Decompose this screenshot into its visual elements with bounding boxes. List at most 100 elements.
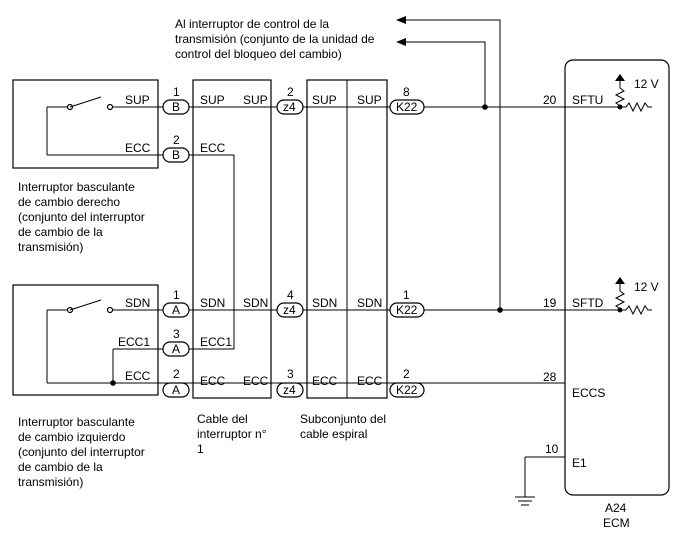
svg-text:K22: K22 <box>396 100 418 114</box>
svg-text:transmisión): transmisión) <box>18 475 83 489</box>
arrow-wire-upper <box>402 19 501 308</box>
ecm-pin-sftd: 19 <box>543 296 557 310</box>
pin-number: 8 <box>403 85 410 99</box>
spiral-ecc-out: ECC <box>357 374 383 388</box>
cable1-ecc-out-lower: ECC <box>243 374 269 388</box>
resistor-icon <box>614 290 626 310</box>
pin-number: 4 <box>287 288 294 302</box>
ecm-label-e1: E1 <box>572 456 587 470</box>
pin-number: 2 <box>287 85 294 99</box>
top-note-line-2: transmisión (conjunto de la unidad de <box>175 32 375 46</box>
arrow-head-upper-icon <box>396 16 406 24</box>
ecm-unit: 20 SFTU 12 V 19 SFTD 12 V 28 ECCS 10 E1 … <box>515 59 670 530</box>
junction-dot <box>110 380 116 386</box>
pin-number: 1 <box>403 288 410 302</box>
pin-number: 3 <box>287 367 294 381</box>
right-switch-caption: Interruptor basculante de cambio derecho… <box>18 180 145 254</box>
svg-text:A: A <box>172 303 180 317</box>
supply-arrow-icon <box>615 74 625 81</box>
ecm-label-eccs: ECCS <box>572 386 605 400</box>
spiral-cable-caption: Subconjunto del cable espiral <box>300 412 386 441</box>
connector-z4-pin-3: z4 3 <box>276 367 304 398</box>
svg-text:cable espiral: cable espiral <box>300 427 367 441</box>
connector-a-pin-1: A 1 <box>162 288 190 318</box>
resistor-icon <box>614 87 626 107</box>
connector-k22-pin-1: K22 1 <box>389 288 425 318</box>
svg-text:B: B <box>172 148 180 162</box>
svg-text:z4: z4 <box>283 303 296 317</box>
svg-text:A: A <box>172 383 180 397</box>
cable1-ecc1-in: ECC1 <box>200 335 232 349</box>
svg-text:de cambio de la: de cambio de la <box>18 225 103 239</box>
svg-text:(conjunto del interruptor: (conjunto del interruptor <box>18 210 145 224</box>
svg-text:B: B <box>172 100 180 114</box>
pin-number: 2 <box>173 367 180 381</box>
svg-text:1: 1 <box>197 442 204 456</box>
ecm-pin-e1: 10 <box>545 442 559 456</box>
ecm-pin-eccs: 28 <box>543 370 557 384</box>
svg-text:A: A <box>172 342 180 356</box>
connector-a-pin-3: A 3 <box>162 327 190 357</box>
top-note: Al interruptor de control de la transmis… <box>175 17 375 61</box>
connector-a-pin-2: A 2 <box>162 367 190 398</box>
ecm-label-sftu: SFTU <box>572 93 603 107</box>
cable1-sup-out: SUP <box>243 93 268 107</box>
cable1-sup-in: SUP <box>200 93 225 107</box>
pin-number: 1 <box>173 288 180 302</box>
spiral-sup-in: SUP <box>312 93 337 107</box>
right-switch-sup-label: SUP <box>125 93 150 107</box>
connector-k22-pin-8: K22 8 <box>389 85 425 115</box>
right-shift-switch: SUP ECC <box>12 79 159 169</box>
connector-b-pin-2: B 2 <box>162 133 190 163</box>
svg-text:Subconjunto del: Subconjunto del <box>300 412 386 426</box>
top-note-line-1: Al interruptor de control de la <box>175 17 329 31</box>
svg-text:de cambio izquierdo: de cambio izquierdo <box>18 430 126 444</box>
ecm-box <box>564 59 670 496</box>
switch-cable-1-box <box>192 79 272 399</box>
wire-ecc-loop <box>158 154 235 350</box>
right-switch-ecc-label: ECC <box>125 141 151 155</box>
left-switch-sdn-label: SDN <box>125 296 150 310</box>
left-switch-box <box>12 284 159 396</box>
ecm-name: ECM <box>603 516 630 530</box>
arrow-head-lower-icon <box>396 38 406 46</box>
svg-text:(conjunto del interruptor: (conjunto del interruptor <box>18 445 145 459</box>
junction-dot <box>482 104 488 110</box>
supply-label-sftd: 12 V <box>634 280 659 294</box>
arrow-wire-lower <box>402 41 486 107</box>
pin-number: 2 <box>403 367 410 381</box>
top-note-line-3: control del bloqueo del cambio) <box>175 47 342 61</box>
pin-number: 1 <box>173 85 180 99</box>
connector-b-pin-1: B 1 <box>162 85 190 115</box>
pin-number: 2 <box>173 133 180 147</box>
switch-cable-1-caption: Cable del interruptor n° 1 <box>197 412 267 456</box>
spiral-sdn-in: SDN <box>312 296 337 310</box>
ecm-code: A24 <box>605 501 627 515</box>
supply-label-sftu: 12 V <box>634 77 659 91</box>
svg-text:de cambio derecho: de cambio derecho <box>18 195 120 209</box>
left-shift-switch: SDN ECC1 ECC <box>12 284 159 396</box>
svg-text:z4: z4 <box>283 100 296 114</box>
svg-text:interruptor n°: interruptor n° <box>197 427 267 441</box>
pin-number: 3 <box>173 327 180 341</box>
resistor-icon <box>620 304 652 316</box>
supply-arrow-icon <box>615 277 625 284</box>
right-switch-box <box>12 79 159 169</box>
ecm-pin-sftu: 20 <box>543 93 557 107</box>
svg-text:Cable del: Cable del <box>197 412 248 426</box>
left-switch-caption: Interruptor basculante de cambio izquier… <box>18 415 145 489</box>
svg-text:Interruptor basculante: Interruptor basculante <box>18 180 135 194</box>
cable1-sdn-out: SDN <box>243 296 268 310</box>
cable1-ecc-in-lower: ECC <box>200 374 226 388</box>
spiral-ecc-in: ECC <box>312 374 338 388</box>
left-switch-ecc1-label: ECC1 <box>118 335 150 349</box>
svg-text:transmisión): transmisión) <box>18 240 83 254</box>
junction-dot <box>497 307 503 313</box>
connector-z4-pin-2: z4 2 <box>276 85 304 115</box>
ecm-label-sftd: SFTD <box>572 296 604 310</box>
cable1-ecc-in: ECC <box>200 141 226 155</box>
svg-text:Interruptor basculante: Interruptor basculante <box>18 415 135 429</box>
spiral-sdn-out: SDN <box>357 296 382 310</box>
left-switch-ecc-label: ECC <box>125 369 151 383</box>
